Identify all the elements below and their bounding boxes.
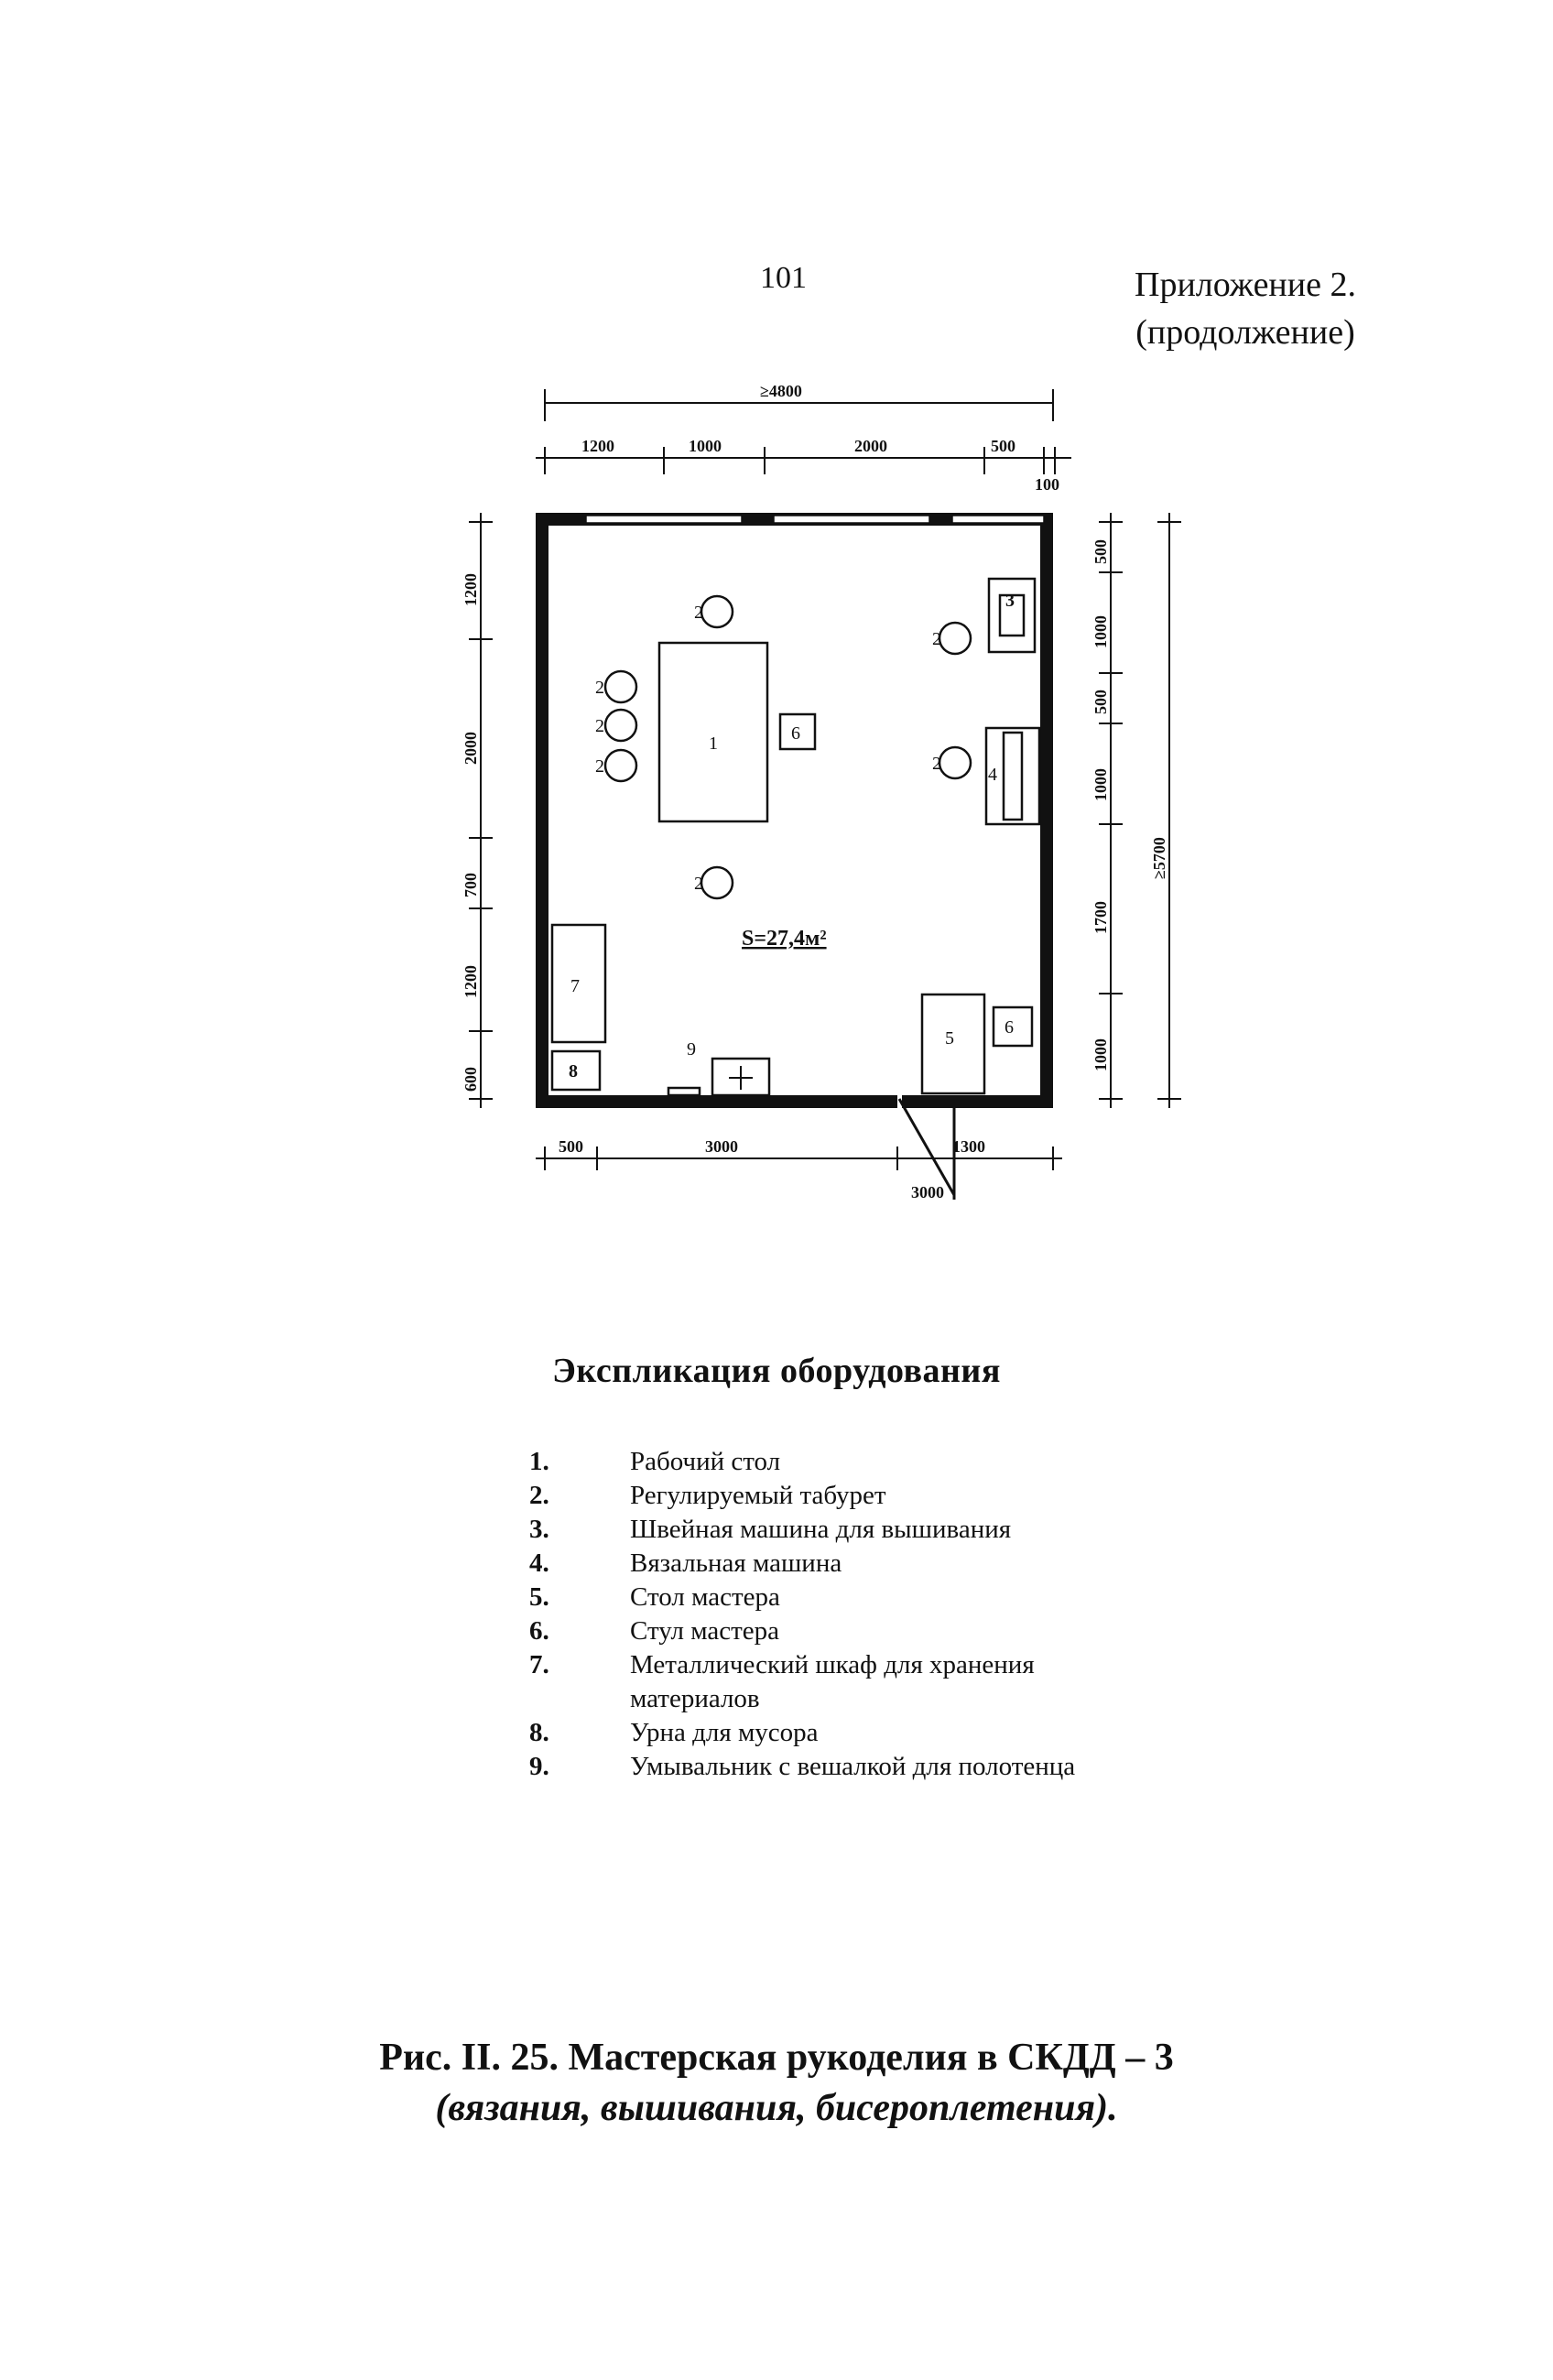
stool-label: 2 xyxy=(595,716,604,736)
appendix-note: Приложение 2. (продолжение) xyxy=(1126,261,1364,356)
dim-top: 2000 xyxy=(854,437,887,455)
dim-bottom: 1300 xyxy=(952,1137,985,1156)
waste-bin xyxy=(550,1049,602,1092)
appendix-line1: Приложение 2. xyxy=(1135,266,1356,304)
legend-item: 7. Металлический шкаф для хранения матери… xyxy=(529,1648,1143,1716)
legend-item: 1. Рабочий стол xyxy=(529,1445,1143,1479)
dim-right: 1700 xyxy=(1091,901,1110,934)
sewing-label: 3 xyxy=(1005,591,1015,611)
bin-label: 8 xyxy=(569,1061,578,1081)
caption-line2: (вязания, вышивания, бисероплетения). xyxy=(435,2087,1118,2129)
stool-icon xyxy=(603,748,638,783)
cabinet-label: 7 xyxy=(570,976,580,996)
legend-number: 2. xyxy=(529,1481,549,1510)
legend-item: 6. Стул мастера xyxy=(529,1614,1143,1648)
caption-line1: Рис. II. 25. Мастерская рукоделия в СКДД… xyxy=(379,2037,1174,2079)
master-chair-2 xyxy=(992,1005,1034,1048)
legend-number: 1. xyxy=(529,1447,549,1476)
legend-text: Стул мастера xyxy=(630,1616,780,1646)
appendix-line2: (продолжение) xyxy=(1135,313,1355,352)
master-table-label: 5 xyxy=(945,1028,954,1049)
legend-text: Металлический шкаф для хранения материал… xyxy=(630,1650,1035,1713)
dim-left: 600 xyxy=(462,1067,480,1092)
stool-icon xyxy=(603,669,638,704)
stool-icon xyxy=(938,745,972,780)
chair-label: 6 xyxy=(791,723,800,744)
dim-right: 500 xyxy=(1091,539,1110,564)
stool-icon xyxy=(700,594,734,629)
legend-text: Швейная машина для вышивания xyxy=(630,1515,1012,1544)
stools xyxy=(603,594,972,900)
towel-hanger xyxy=(667,1086,701,1097)
table-label: 1 xyxy=(709,734,718,754)
legend-number: 4. xyxy=(529,1549,549,1578)
stool-icon xyxy=(700,865,734,900)
stool-label: 2 xyxy=(932,629,941,649)
legend-text: Регулируемый табурет xyxy=(630,1481,886,1510)
legend-number: 6. xyxy=(529,1616,549,1646)
dim-left: 2000 xyxy=(462,732,480,765)
legend-item: 9. Умывальник с вешалкой для полотенца xyxy=(529,1750,1143,1784)
legend-text: Вязальная машина xyxy=(630,1549,842,1578)
knitting-label: 4 xyxy=(988,765,997,785)
dim-right: 500 xyxy=(1091,690,1110,714)
legend-number: 3. xyxy=(529,1515,549,1544)
master-chair xyxy=(778,712,817,751)
legend-item: 8. Урна для мусора xyxy=(529,1716,1143,1750)
chair-label: 6 xyxy=(1005,1017,1014,1038)
dim-top: 100 xyxy=(1035,475,1059,494)
windows xyxy=(585,515,1045,524)
legend-text: Рабочий стол xyxy=(630,1447,781,1476)
dim-bottom: 3000 xyxy=(705,1137,738,1156)
dim-right: 1000 xyxy=(1091,768,1110,801)
floor-plan: 2 2 2 2 2 2 2 1 6 3 4 5 6 7 8 9 S=27,4м²… xyxy=(462,382,1181,1201)
dim-top: 1000 xyxy=(689,437,722,455)
door xyxy=(897,1098,956,1200)
legend-title: Экспликация оборудования xyxy=(552,1352,1001,1390)
legend-text: Урна для мусора xyxy=(630,1718,819,1747)
legend-number: 8. xyxy=(529,1718,549,1747)
dim-top-total: ≥4800 xyxy=(760,382,802,400)
legend-text: Умывальник с вешалкой для полотенца xyxy=(630,1752,1076,1781)
dim-top: 500 xyxy=(991,437,1015,455)
dim-bottom: 3000 xyxy=(911,1183,944,1201)
stool-label: 2 xyxy=(932,754,941,774)
master-table xyxy=(920,993,986,1095)
dim-left: 1200 xyxy=(462,965,480,998)
figure-caption: Рис. II. 25. Мастерская рукоделия в СКДД… xyxy=(0,2033,1553,2134)
dim-right: 1000 xyxy=(1091,615,1110,648)
legend-item: 4. Вязальная машина xyxy=(529,1547,1143,1581)
legend-number: 9. xyxy=(529,1752,549,1781)
legend-item: 5. Стол мастера xyxy=(529,1581,1143,1614)
work-table xyxy=(657,641,769,823)
equipment-legend: 1. Рабочий стол 2. Регулируемый табурет 3.… xyxy=(529,1445,1143,1784)
legend-number: 7. xyxy=(529,1650,549,1679)
legend-number: 5. xyxy=(529,1582,549,1612)
dim-right-total: ≥5700 xyxy=(1150,837,1168,879)
page-number: 101 xyxy=(760,261,807,295)
stool-label: 2 xyxy=(694,874,703,894)
dim-right: 1000 xyxy=(1091,1038,1110,1071)
dim-left: 1200 xyxy=(462,573,480,606)
stool-label: 2 xyxy=(595,678,604,698)
legend-item: 2. Регулируемый табурет xyxy=(529,1479,1143,1513)
dim-bottom: 500 xyxy=(559,1137,583,1156)
stool-label: 2 xyxy=(694,603,703,623)
stool-label: 2 xyxy=(595,756,604,777)
stool-icon xyxy=(603,708,638,743)
legend-item: 3. Швейная машина для вышивания xyxy=(529,1513,1143,1547)
stool-icon xyxy=(938,621,972,656)
legend-text: Стол мастера xyxy=(630,1582,780,1612)
area-label: S=27,4м² xyxy=(742,927,827,951)
metal-cabinet xyxy=(550,923,607,1044)
dim-top: 1200 xyxy=(581,437,614,455)
sink-label: 9 xyxy=(687,1039,696,1060)
dim-left: 700 xyxy=(462,873,480,897)
